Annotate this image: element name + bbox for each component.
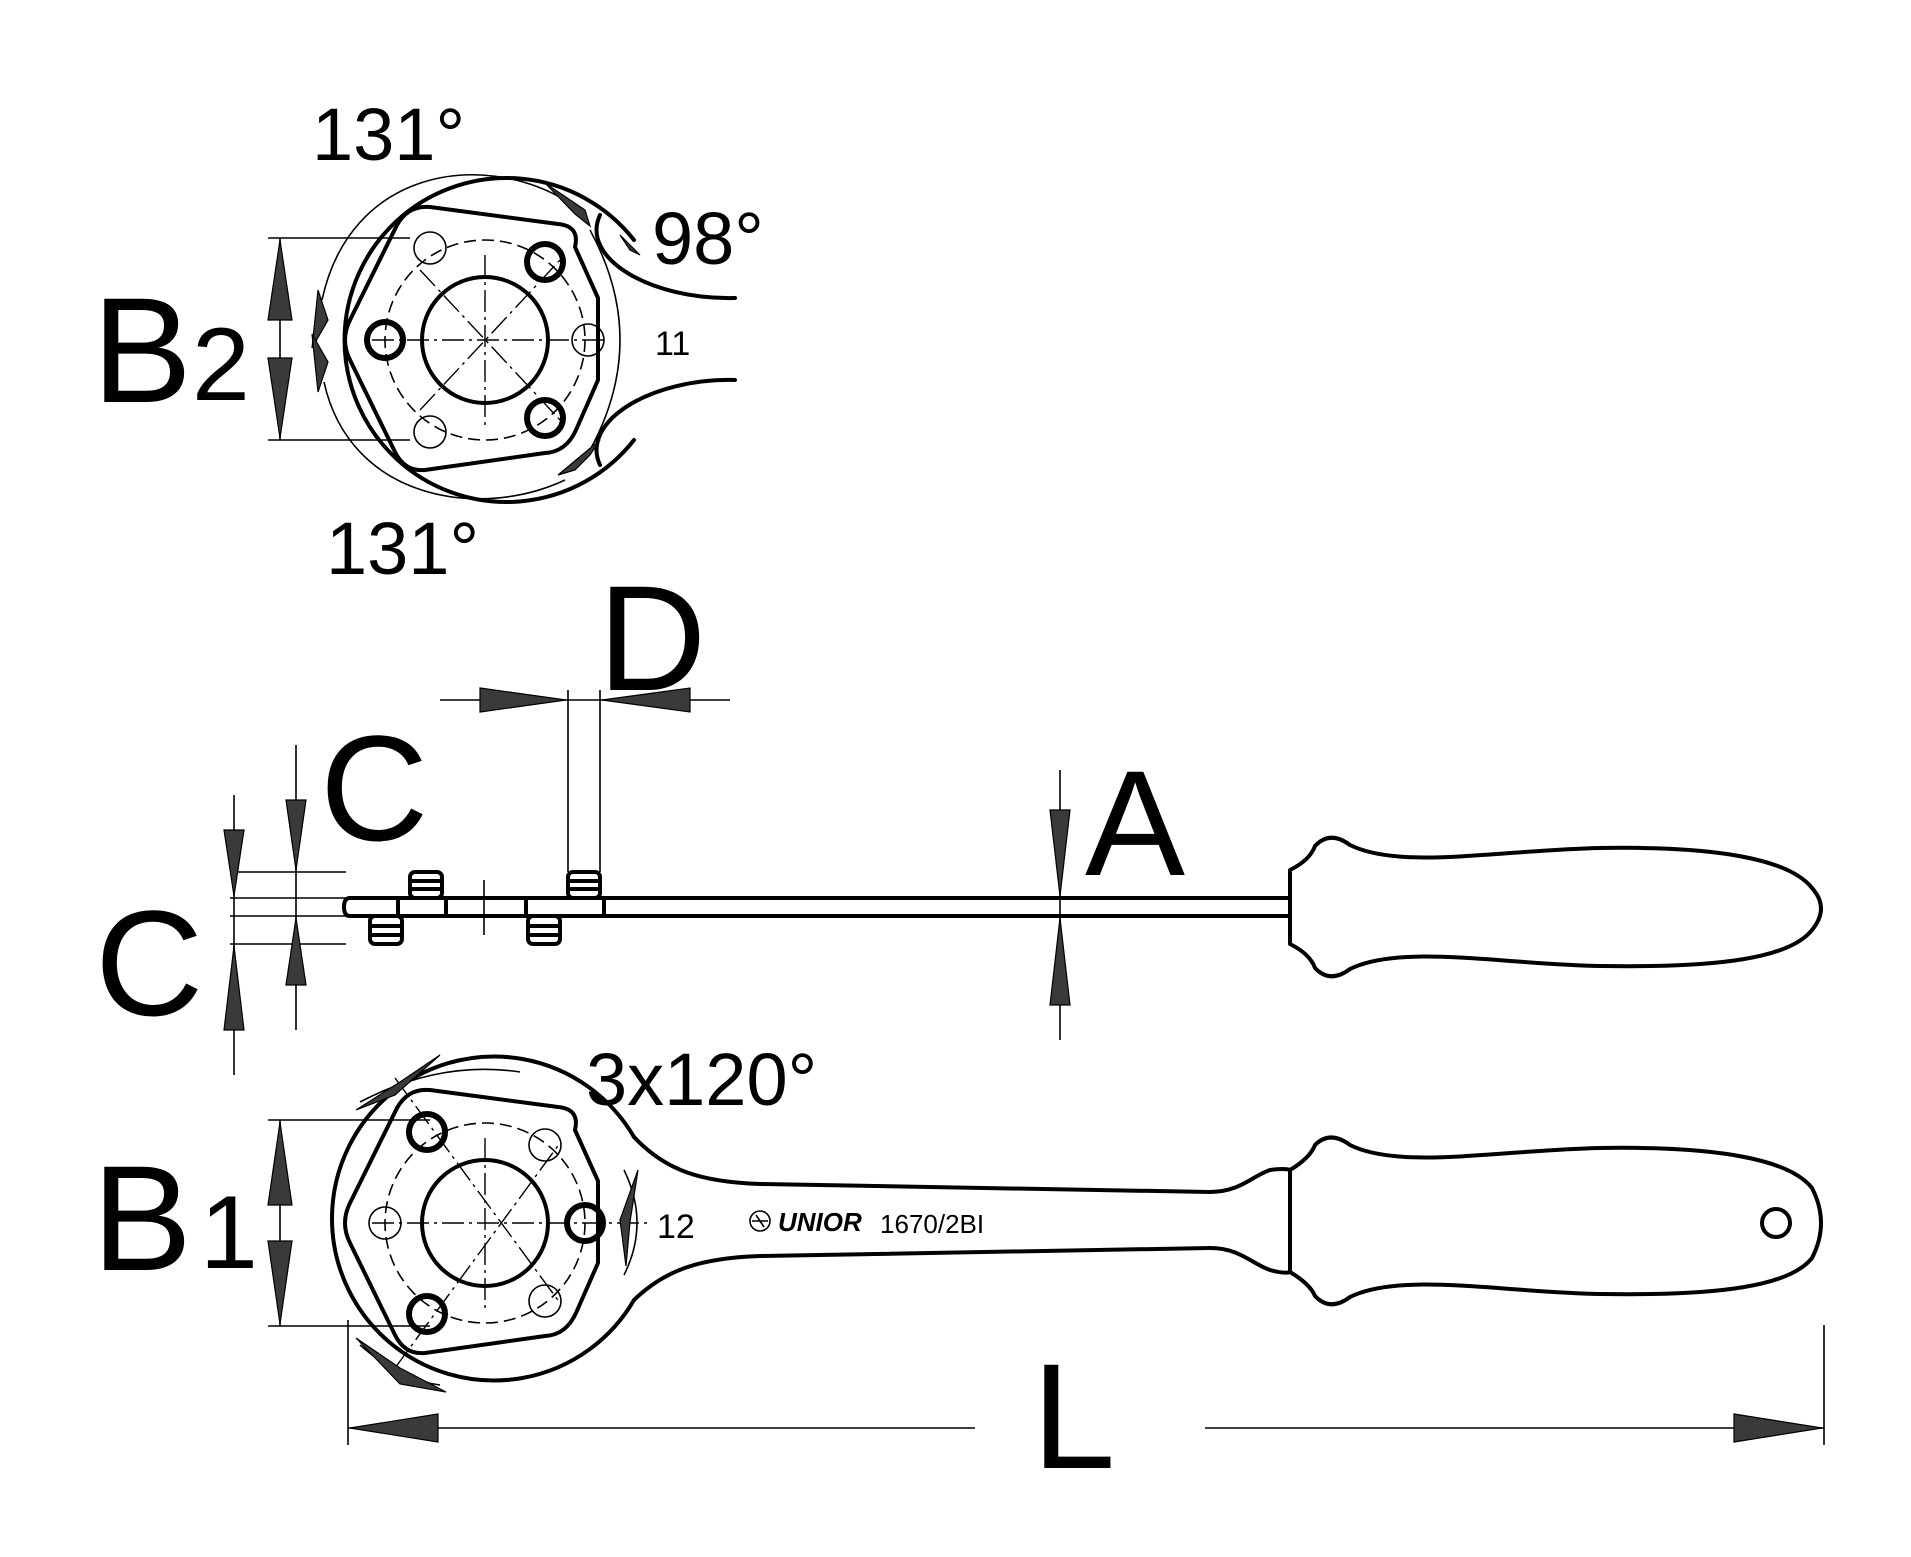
top-hole [571, 323, 605, 357]
top-pin [524, 397, 566, 439]
bottom-pin [406, 1293, 448, 1335]
label-b2-letter: B [92, 266, 192, 434]
top-pentagon-opening [343, 204, 600, 473]
top-pin [524, 241, 566, 283]
bottom-hole [528, 1284, 562, 1318]
label-brand: UNIOR [778, 1207, 862, 1237]
label-d: D [598, 554, 706, 722]
bottom-pin [406, 1111, 448, 1153]
top-hole [413, 231, 447, 265]
bottom-head-outline [329, 1054, 636, 1383]
label-c-bottom: C [95, 879, 203, 1047]
label-l: L [1032, 1332, 1115, 1500]
label-c-top: C [320, 704, 428, 872]
top-pin [364, 319, 406, 361]
label-size-top: 11 [655, 325, 690, 363]
label-angle-top: 131° [312, 93, 465, 176]
bottom-head-view [267, 1054, 1825, 1445]
top-handle-upper-edge [594, 213, 737, 301]
top-head-view [267, 174, 737, 504]
bottom-pin [564, 1202, 606, 1244]
bottom-pentagon-opening [343, 1087, 600, 1356]
side-view [223, 687, 1823, 1075]
bottom-hole [368, 1206, 402, 1240]
bottom-handle-body [632, 1135, 1823, 1307]
side-pins-top [408, 870, 602, 900]
side-handle [1288, 835, 1823, 979]
label-size-bottom: 12 [657, 1208, 695, 1246]
brand-logo-mark [749, 1210, 771, 1232]
label-angle-3x: 3x120° [586, 1038, 817, 1121]
label-model: 1670/2BI [880, 1209, 984, 1239]
side-pins-bottom [368, 914, 562, 946]
label-b2-subscript: 2 [192, 307, 250, 423]
top-handle-lower-edge [594, 377, 737, 467]
side-shaft [342, 896, 1292, 918]
top-hole [413, 415, 447, 449]
bottom-hole [528, 1128, 562, 1162]
bottom-hang-hole [1760, 1207, 1792, 1239]
label-angle-right: 98° [652, 197, 764, 280]
label-b1-letter: B [92, 1134, 192, 1302]
label-angle-bottom: 131° [326, 507, 479, 590]
label-a: A [1085, 739, 1185, 907]
label-b1-subscript: 1 [200, 1175, 258, 1291]
